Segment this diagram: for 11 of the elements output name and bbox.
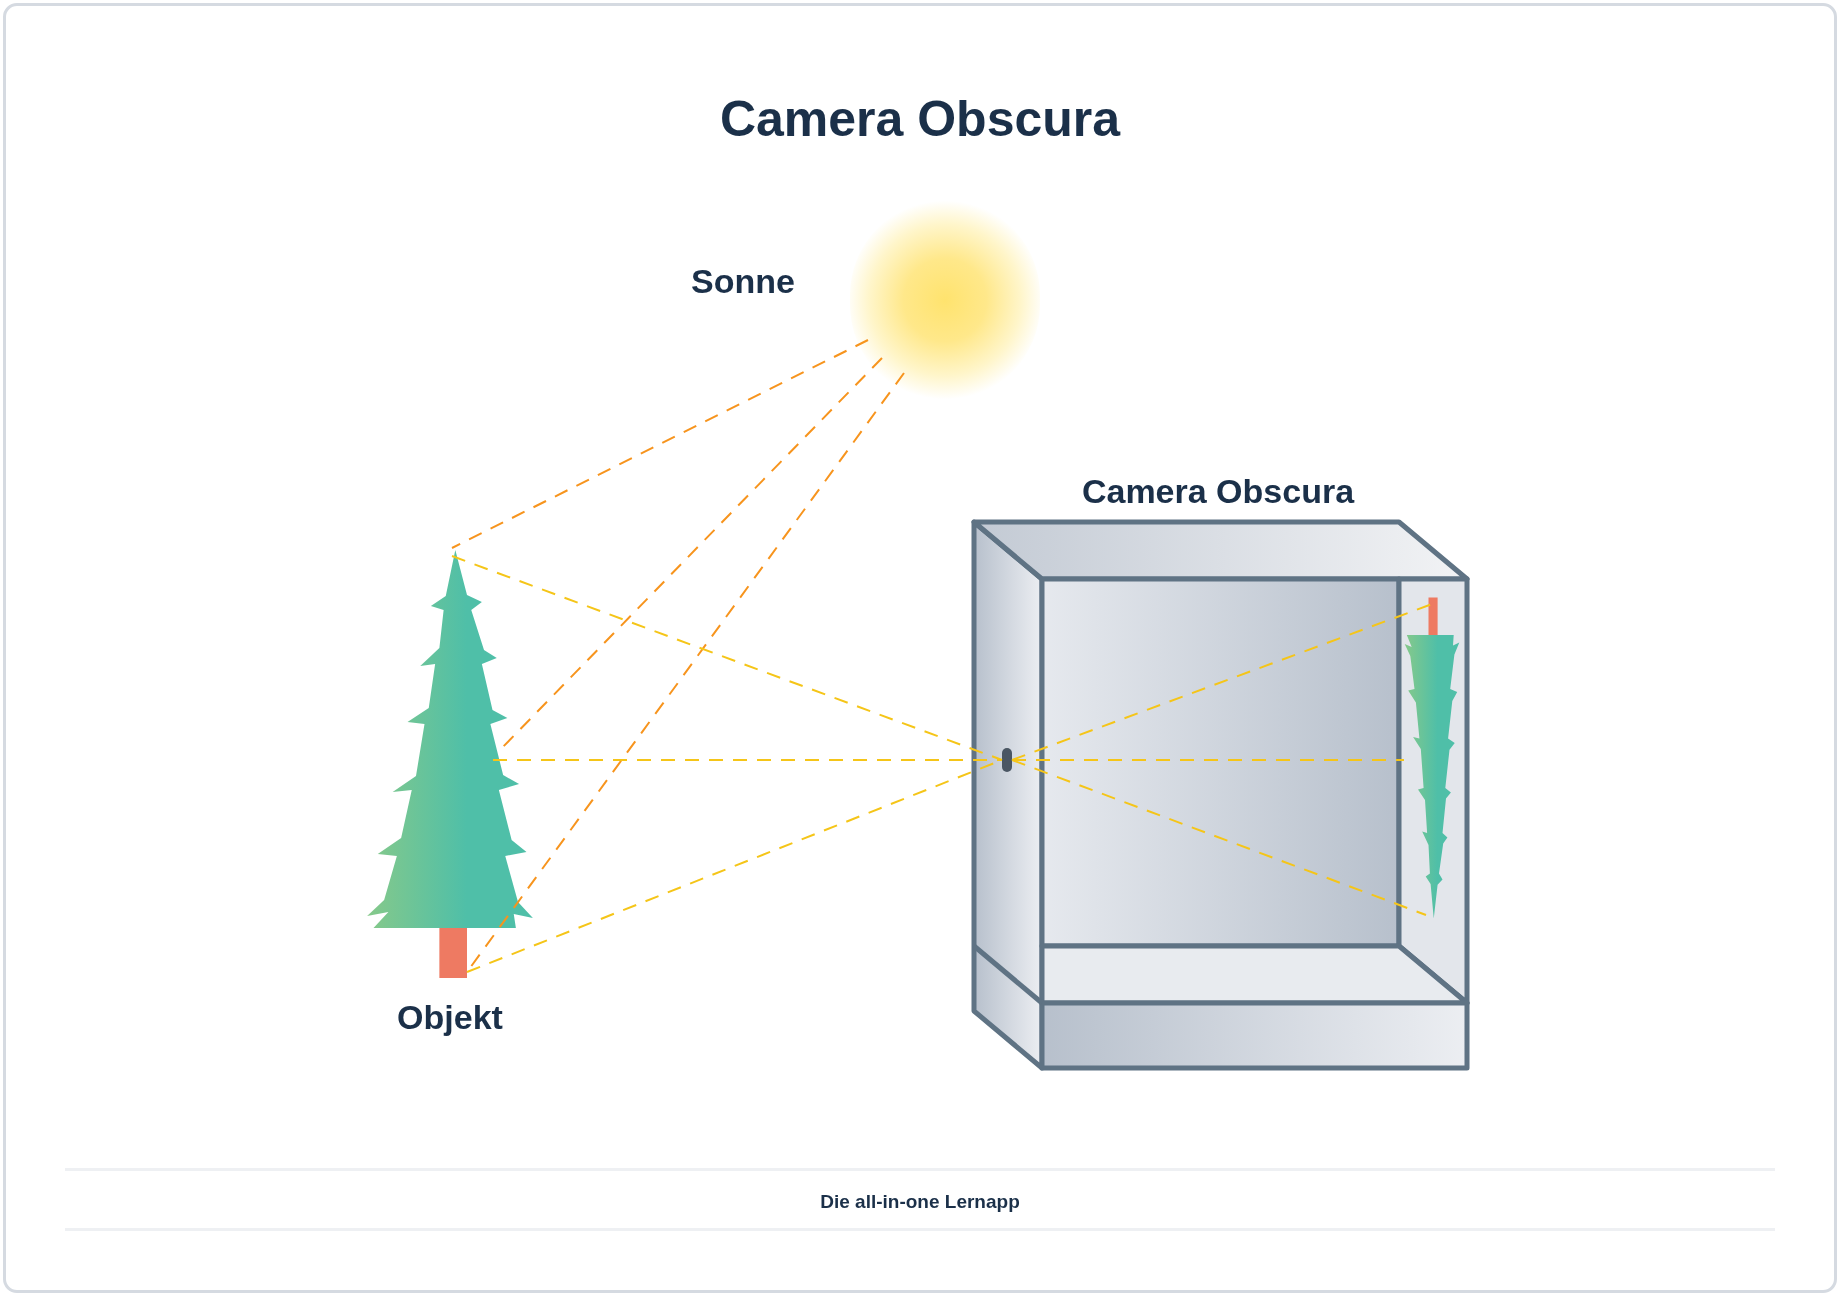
light-ray — [1011, 603, 1433, 761]
footer-tagline: Die all-in-one Lernapp — [820, 1191, 1020, 1212]
sun-label: Sonne — [691, 261, 795, 302]
light-ray — [451, 339, 869, 549]
light-ray — [451, 555, 1003, 761]
title: Camera Obscura — [718, 90, 1122, 149]
light-ray — [1011, 759, 1427, 916]
light-ray — [492, 759, 1003, 761]
object-label: Objekt — [397, 997, 503, 1038]
pinhole — [1002, 748, 1012, 772]
camera-label: Camera Obscura — [1080, 471, 1356, 512]
